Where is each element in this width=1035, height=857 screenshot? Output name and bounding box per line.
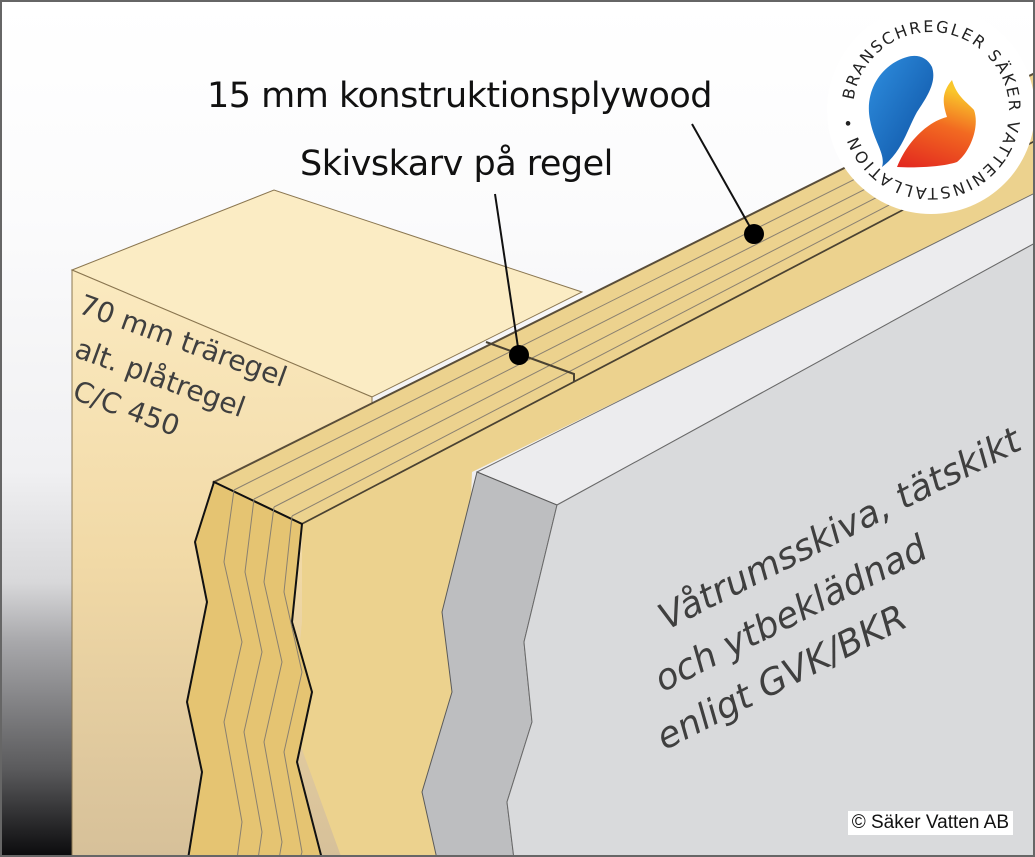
flame-icon — [897, 80, 976, 168]
leader-joint — [494, 193, 529, 365]
plywood-label: 15 mm konstruktionsplywood — [207, 76, 713, 116]
water-drop-icon — [868, 55, 934, 168]
joint-label: Skivskarv på regel — [300, 144, 613, 184]
branschregler-badge: BRANSCHREGLER SÄKER VATTENINSTALLATION • — [827, 6, 1033, 214]
plywood-board — [185, 72, 1033, 855]
wet-room-board — [421, 193, 1033, 855]
leader-plywood — [691, 123, 764, 244]
copyright-notice: © Säker Vatten AB — [847, 811, 1013, 835]
